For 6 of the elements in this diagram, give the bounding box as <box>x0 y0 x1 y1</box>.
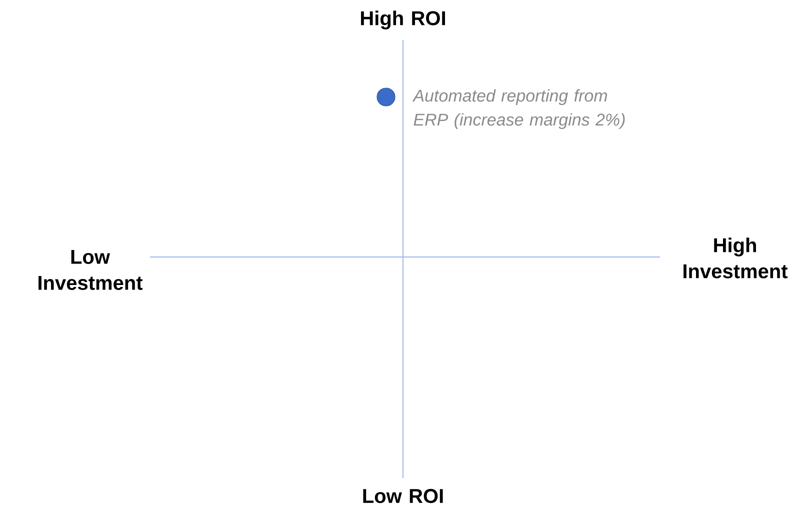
axis-label: High ROI <box>361 10 445 30</box>
axis-label: High Investment <box>684 238 788 278</box>
point-label: Automated reporting from ERP (increase margins 2%) <box>412 89 625 130</box>
axis-label: Low Investment <box>38 250 143 290</box>
data-point <box>376 88 396 106</box>
axis-label: Low ROI <box>363 488 443 504</box>
